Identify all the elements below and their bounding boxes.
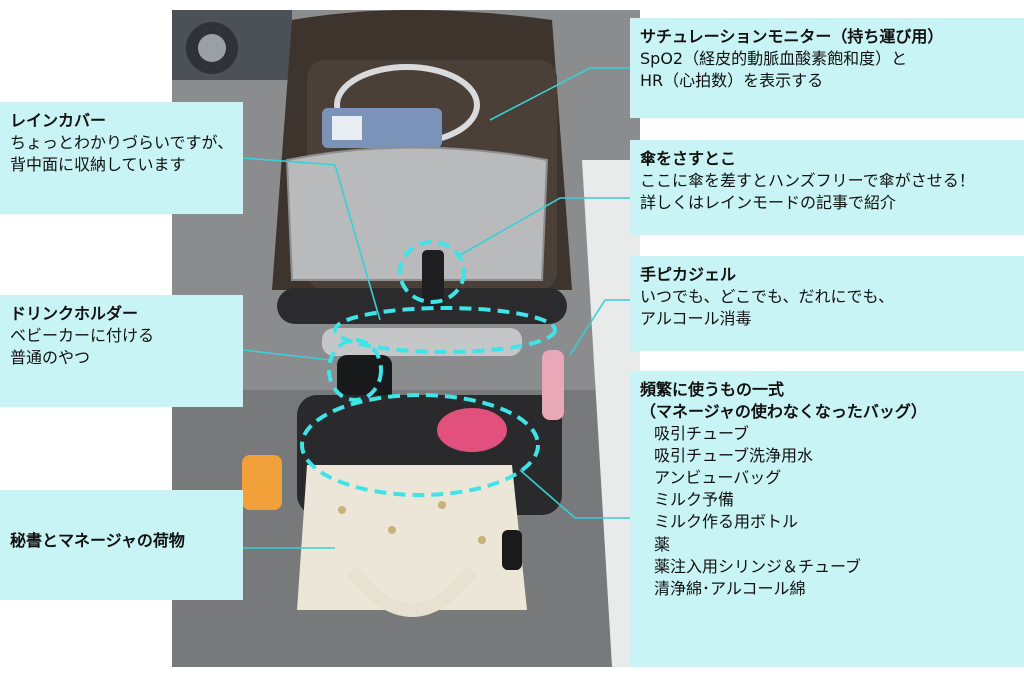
list-item: ミルク予備 <box>654 490 735 510</box>
callout-title: 手ピカジェル <box>640 265 737 284</box>
callout-line: ちょっとわかりづらいですが、 <box>10 133 234 153</box>
callout-title: サチュレーションモニター（持ち運び用） <box>640 27 944 46</box>
callout-title: レインカバー <box>10 111 107 130</box>
callout-title: ドリンクホルダー <box>10 304 139 323</box>
callout-line: 背中面に収納しています <box>10 155 186 175</box>
callout-line: いつでも、どこでも、だれにでも、 <box>640 287 895 307</box>
callout-line: HR（心拍数）を表示する <box>640 71 824 91</box>
callout-line: SpO2（経皮的動脈血酸素飽和度）と <box>640 49 908 69</box>
callout-rain-cover: レインカバー ちょっとわかりづらいですが、 背中面に収納しています <box>0 102 243 214</box>
callout-saturation-monitor: サチュレーションモニター（持ち運び用） SpO2（経皮的動脈血酸素飽和度）と H… <box>630 18 1024 118</box>
callout-title: 頻繁に使うもの一式 <box>640 380 785 399</box>
list-item: 薬注入用シリンジ＆チューブ <box>654 556 862 576</box>
callout-line: ベビーカーに付ける <box>10 326 155 346</box>
callout-title: 秘書とマネージャの荷物 <box>10 531 185 550</box>
list-item: ミルク作る用ボトル <box>654 512 799 532</box>
callout-secretary-luggage: 秘書とマネージャの荷物 <box>0 490 243 600</box>
list-item: 吸引チューブ洗浄用水 <box>654 446 814 466</box>
list-item: 吸引チューブ <box>654 424 750 444</box>
callout-line: 詳しくはレインモードの記事で紹介 <box>640 193 897 213</box>
callout-line: ここに傘を差すとハンズフリーで傘がさせる！ <box>640 171 975 191</box>
callout-subtitle: （マネージャの使わなくなったバッグ） <box>640 402 927 422</box>
callout-title: 傘をさすとこ <box>640 149 737 168</box>
list-item: アンビューバッグ <box>654 468 782 488</box>
callout-drink-holder: ドリンクホルダー ベビーカーに付ける 普通のやつ <box>0 295 243 407</box>
callout-umbrella-holder: 傘をさすとこ ここに傘を差すとハンズフリーで傘がさせる！ 詳しくはレインモードの… <box>630 140 1024 235</box>
list-item: 薬 <box>654 534 671 554</box>
callout-line: 普通のやつ <box>10 348 91 368</box>
callout-frequent-items: 頻繁に使うもの一式 （マネージャの使わなくなったバッグ） 吸引チューブ 吸引チュ… <box>630 371 1024 667</box>
callout-line: アルコール消毒 <box>640 309 752 329</box>
list-item: 清浄綿･アルコール綿 <box>654 578 806 598</box>
callout-hand-gel: 手ピカジェル いつでも、どこでも、だれにでも、 アルコール消毒 <box>630 256 1024 351</box>
